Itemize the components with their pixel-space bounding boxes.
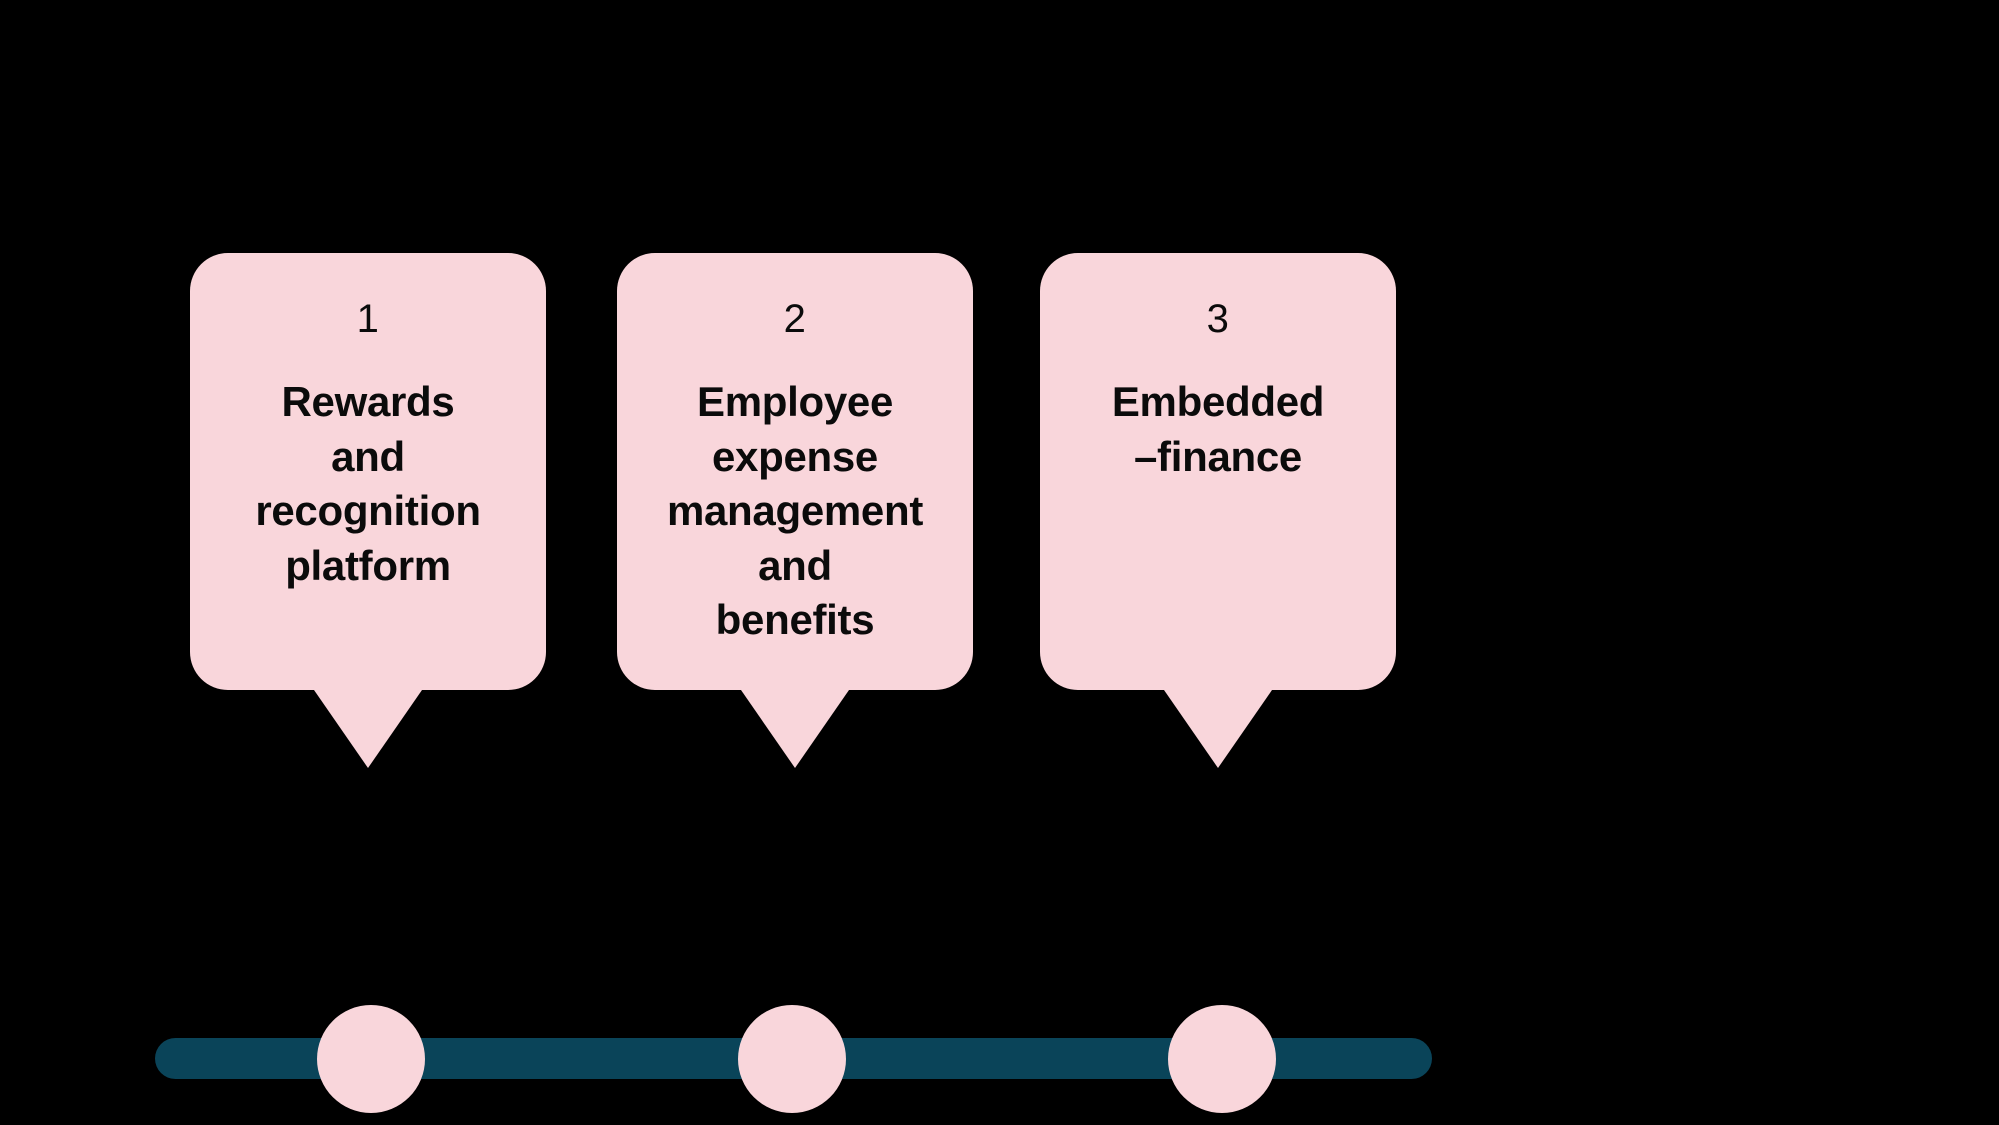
timeline-node-1[interactable] — [317, 1005, 425, 1113]
card-title-3: Embedded –finance — [1111, 378, 1325, 480]
card-title-2: Employee expense management and benefits — [666, 378, 924, 644]
timeline-node-3[interactable] — [1168, 1005, 1276, 1113]
card-pointer-tail-1 — [314, 680, 422, 768]
timeline-node-2[interactable] — [738, 1005, 846, 1113]
card-title-1: Rewards and recognition platform — [255, 378, 481, 589]
card-pointer-tail-3 — [1164, 680, 1272, 768]
timeline-card-3[interactable]: 3 Embedded –finance — [1040, 253, 1396, 768]
card-number-3: 3 — [1206, 297, 1230, 341]
card-number-1: 1 — [356, 297, 380, 341]
card-number-2: 2 — [783, 297, 807, 341]
timeline-card-1[interactable]: 1 Rewards and recognition platform — [190, 253, 546, 768]
timeline-card-2[interactable]: 2 Employee expense management and benefi… — [617, 253, 973, 768]
card-pointer-tail-2 — [741, 680, 849, 768]
